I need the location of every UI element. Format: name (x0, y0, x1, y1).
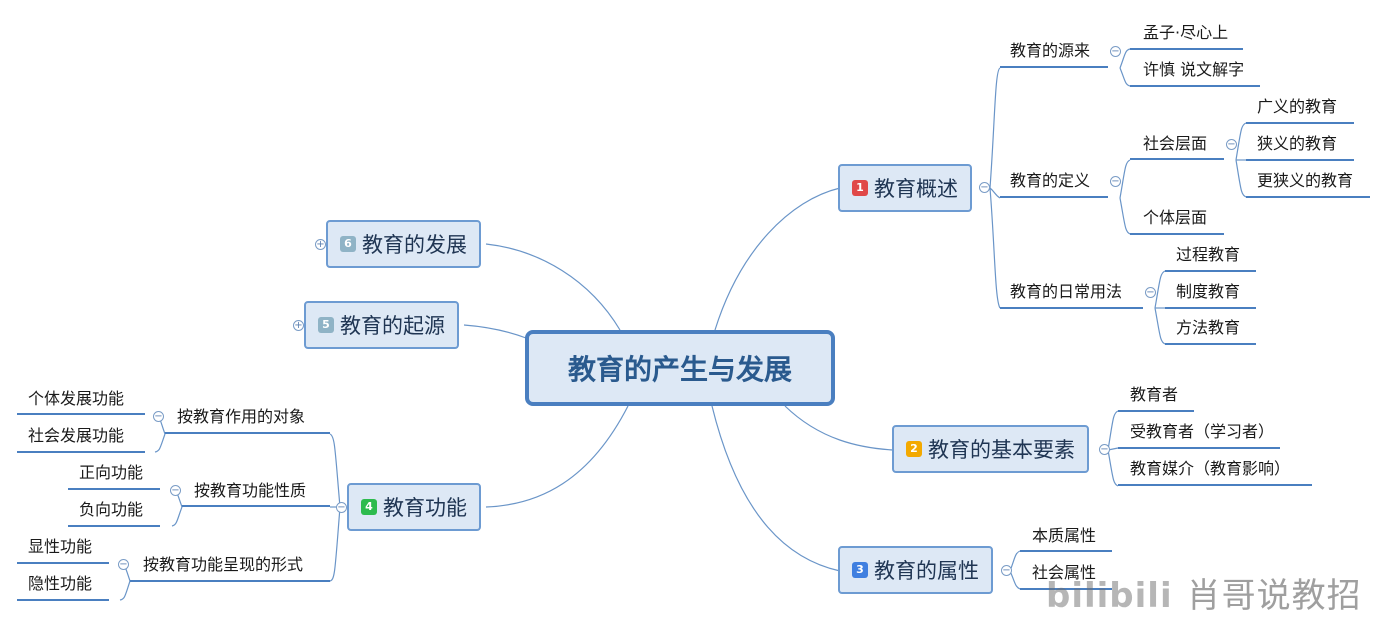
priority-3-icon: 3 (852, 562, 868, 578)
underline (1130, 48, 1243, 50)
priority-4-icon: 4 (361, 499, 377, 515)
underline (1165, 343, 1256, 345)
underline (130, 580, 330, 582)
collapse-icon[interactable]: − (1099, 444, 1110, 455)
collapse-icon[interactable]: − (170, 485, 181, 496)
leaf-positive-function[interactable]: 正向功能 (79, 463, 144, 482)
leaf-educatee[interactable]: 受教育者（学习者） (1130, 422, 1275, 441)
topic-label: 教育的起源 (340, 314, 445, 338)
leaf-individual-development[interactable]: 个体发展功能 (28, 389, 125, 408)
priority-5-icon: 5 (318, 317, 334, 333)
priority-1-icon: 1 (852, 180, 868, 196)
leaf-negative-function[interactable]: 负向功能 (79, 500, 144, 519)
underline (17, 451, 145, 453)
leaf-education-medium[interactable]: 教育媒介（教育影响） (1130, 459, 1291, 478)
underline (68, 525, 160, 527)
topic-education-function[interactable]: 4 教育功能 (347, 483, 481, 531)
topic-origin[interactable]: 5 教育的起源 (304, 301, 459, 349)
underline (68, 488, 160, 490)
topic-label: 教育的属性 (874, 559, 979, 583)
collapse-icon[interactable]: − (1110, 46, 1121, 57)
leaf-explicit-function[interactable]: 显性功能 (28, 537, 93, 556)
underline (165, 432, 330, 434)
subtopic-origin-of-word[interactable]: 教育的源来 (1010, 41, 1091, 60)
underline (1118, 484, 1312, 486)
leaf-narrower-education[interactable]: 更狭义的教育 (1257, 171, 1354, 190)
collapse-icon[interactable]: − (118, 559, 129, 570)
central-topic[interactable]: 教育的产生与发展 (525, 330, 835, 406)
underline (1000, 66, 1108, 68)
underline (1118, 447, 1280, 449)
underline (17, 413, 145, 415)
collapse-icon[interactable]: − (336, 502, 347, 513)
bilibili-logo: bilibili (1046, 576, 1173, 616)
underline (1130, 158, 1224, 160)
leaf-system-education[interactable]: 制度教育 (1176, 282, 1241, 301)
underline (182, 505, 330, 507)
leaf-educator[interactable]: 教育者 (1130, 385, 1179, 404)
leaf-mencius[interactable]: 孟子·尽心上 (1143, 23, 1229, 42)
leaf-social-development[interactable]: 社会发展功能 (28, 426, 125, 445)
subtopic-daily-usage[interactable]: 教育的日常用法 (1010, 282, 1123, 301)
underline (17, 562, 109, 564)
topic-label: 教育的基本要素 (928, 438, 1075, 462)
subtopic-by-target[interactable]: 按教育作用的对象 (177, 407, 306, 426)
underline (1130, 233, 1224, 235)
underline (1246, 196, 1370, 198)
subtopic-social-level[interactable]: 社会层面 (1143, 134, 1208, 153)
underline (1246, 159, 1354, 161)
underline (17, 599, 109, 601)
underline (1118, 410, 1194, 412)
subtopic-definition[interactable]: 教育的定义 (1010, 171, 1091, 190)
priority-2-icon: 2 (906, 441, 922, 457)
topic-basic-elements[interactable]: 2 教育的基本要素 (892, 425, 1089, 473)
leaf-social-attribute[interactable]: 社会属性 (1032, 563, 1097, 582)
underline (1165, 307, 1256, 309)
collapse-icon[interactable]: − (1226, 139, 1237, 150)
underline (1130, 85, 1260, 87)
topic-attributes[interactable]: 3 教育的属性 (838, 546, 993, 594)
leaf-essential-attribute[interactable]: 本质属性 (1032, 526, 1097, 545)
underline (1000, 307, 1143, 309)
leaf-individual-level[interactable]: 个体层面 (1143, 208, 1208, 227)
leaf-shuowen[interactable]: 许慎 说文解字 (1143, 60, 1245, 79)
watermark: bilibili 肖哥说教招 (1046, 568, 1362, 617)
topic-label: 教育功能 (383, 496, 467, 520)
watermark-text: 肖哥说教招 (1186, 576, 1362, 616)
underline (1020, 550, 1112, 552)
underline (1165, 270, 1256, 272)
underline (1246, 122, 1354, 124)
leaf-broad-education[interactable]: 广义的教育 (1257, 97, 1338, 116)
topic-development[interactable]: 6 教育的发展 (326, 220, 481, 268)
priority-6-icon: 6 (340, 236, 356, 252)
topic-education-overview[interactable]: 1 教育概述 (838, 164, 972, 212)
underline (1000, 196, 1108, 198)
underline (1020, 588, 1112, 590)
topic-label: 教育的发展 (362, 233, 467, 257)
leaf-narrow-education[interactable]: 狭义的教育 (1257, 134, 1338, 153)
collapse-icon[interactable]: − (1145, 287, 1156, 298)
leaf-method-education[interactable]: 方法教育 (1176, 318, 1241, 337)
subtopic-by-form[interactable]: 按教育功能呈现的形式 (143, 555, 304, 574)
subtopic-by-nature[interactable]: 按教育功能性质 (194, 481, 307, 500)
collapse-icon[interactable]: − (1110, 176, 1121, 187)
leaf-process-education[interactable]: 过程教育 (1176, 245, 1241, 264)
leaf-implicit-function[interactable]: 隐性功能 (28, 574, 93, 593)
expand-icon[interactable]: + (315, 239, 326, 250)
collapse-icon[interactable]: − (979, 182, 990, 193)
topic-label: 教育概述 (874, 177, 958, 201)
collapse-icon[interactable]: − (153, 411, 164, 422)
collapse-icon[interactable]: − (1001, 565, 1012, 576)
expand-icon[interactable]: + (293, 320, 304, 331)
